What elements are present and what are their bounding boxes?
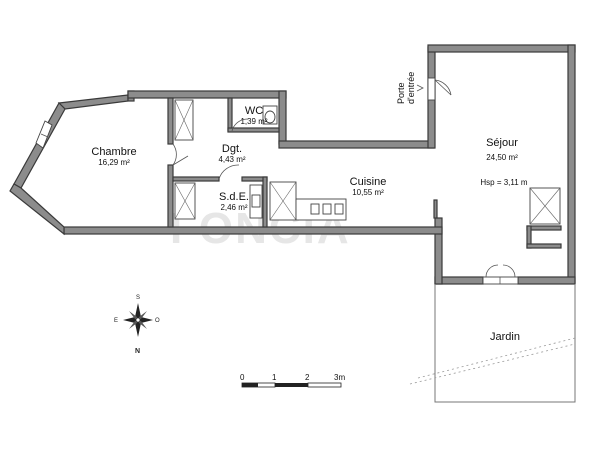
room-wc-name: WC (245, 105, 263, 117)
scale-label-3m: 3m (334, 373, 345, 382)
scale-bar (241, 382, 342, 388)
room-sde-area: 2,46 m² (220, 203, 247, 212)
scale-label-1: 1 (272, 373, 277, 382)
room-cuisine-area: 10,55 m² (352, 188, 384, 197)
windows (35, 120, 519, 285)
room-chambre-name: Chambre (91, 146, 136, 158)
room-chambre-area: 16,29 m² (98, 158, 130, 167)
room-sejour-area: 24,50 m² (486, 153, 518, 162)
compass-east-label: E (114, 318, 118, 324)
room-wc-area: 1,39 m² (240, 117, 267, 126)
compass-rose-icon (123, 303, 153, 337)
interior-walls (167, 97, 438, 228)
room-sejour-height: Hsp = 3,11 m (480, 178, 528, 187)
room-sde-name: S.d.E. (219, 191, 249, 203)
room-sejour-name: Séjour (486, 137, 518, 149)
scale-label-2: 2 (305, 373, 310, 382)
room-jardin-name: Jardin (490, 331, 520, 343)
doors (172, 77, 452, 180)
entrance-label-line1: Porte (396, 82, 406, 104)
room-dgt-area: 4,43 m² (218, 155, 245, 164)
room-dgt-name: Dgt. (222, 143, 242, 155)
compass-west-label: O (155, 318, 160, 324)
garden-area (409, 284, 576, 403)
entrance-arrow-icon (416, 84, 424, 92)
compass-south-label: S (136, 295, 140, 301)
entrance-label-line2: d'entrée (406, 72, 416, 104)
compass-north-label: N (135, 348, 140, 355)
room-cuisine-name: Cuisine (350, 176, 387, 188)
scale-label-0: 0 (240, 373, 245, 382)
fixtures (174, 99, 562, 249)
